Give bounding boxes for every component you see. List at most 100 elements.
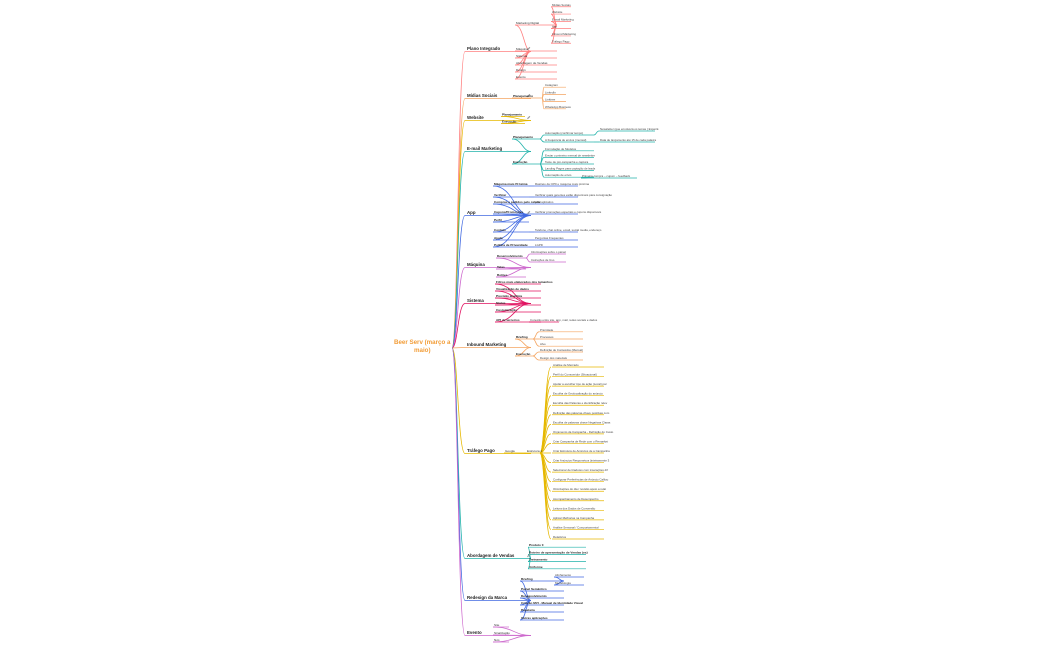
branch-midias-sociais-planejamento[interactable]: Planejamento — [513, 94, 533, 98]
branch-trafego-pago-google-item-orcamento-da-campanha-definicao-do-c[interactable]: Orçamento da Campanha - Definição do Cus… — [553, 430, 614, 434]
branch-e-mail-marketing-execucao-landing-pages-para-captacao-de-leads[interactable]: Landing Pages para captação de leads — [545, 167, 596, 171]
branch-sistema-filtros-mais-elaborados-dos-tamanhos[interactable]: Filtros mais elaborados dos tamanhos — [496, 280, 553, 284]
branch-website[interactable]: Website — [467, 115, 484, 120]
branch-plano-integrado-design[interactable]: Design — [516, 68, 526, 72]
branch-redesign-da-marca-papelaria[interactable]: Papelaria — [521, 608, 535, 612]
branch-plano-integrado-marketing-digital-inbound-marketing[interactable]: Inbound Marketing — [552, 32, 576, 36]
branch-trafego-pago-google-item-otimizacoes-do-dia-revisao-apoio-a-r[interactable]: Otimizações do dia / revisão apoio a rel… — [553, 487, 606, 491]
branch-trafego-pago-google-item-acompanhamento-de-desempenho[interactable]: Acompanhamento de Desempenho — [553, 497, 599, 501]
branch-plano-integrado-abordagem-de-vendas[interactable]: Abordagem de Vendas — [516, 61, 548, 65]
branch-maquina-telas[interactable]: Telas — [497, 265, 505, 269]
branch-trafego-pago-google-item-relatorios[interactable]: Relatórios — [553, 535, 567, 539]
branch-maquina-desenvolvimento-informacoes-sobre-o-painel[interactable]: Informações sobre o painel — [531, 250, 566, 254]
branch-trafego-pago-google-item-analise-semanal-comportamental[interactable]: Análise Semanal / Comportamental — [553, 525, 599, 529]
branch-inbound-marketing-briefing-processos[interactable]: Processos — [540, 335, 554, 339]
branch-app[interactable]: App — [467, 210, 476, 215]
branch-app-ajuda-perguntas-frequentes[interactable]: Perguntas Frequentes — [535, 236, 564, 240]
branch-redesign-da-marca-briefing-alinhamento[interactable]: Alinhamento — [555, 573, 571, 577]
branch-inbound-marketing-execucao[interactable]: Execução — [516, 352, 531, 356]
branch-app-politica-de-privacidade[interactable]: Política de Privacidade — [494, 243, 528, 247]
branch-trafego-pago-google-item-selecionar-de-tiradores-com-inseraco[interactable]: Selecionar de tiradores com inserações d… — [553, 468, 608, 472]
branch-trafego-pago-google[interactable]: Google — [505, 449, 515, 453]
central-topic-line-1[interactable]: Beer Serv (março a — [394, 339, 451, 346]
branch-e-mail-marketing-execucao-automacao-de-envio[interactable]: Automação de envio — [545, 173, 572, 177]
branch-trafego-pago-google-item-ajudar-a-escolher-tipo-de-acao-local[interactable]: Ajudar a escolher tipo de ação (Local) p… — [553, 382, 607, 386]
branch-trafego-pago-google-item-criar-estrutura-de-anuncios-de-a-cam[interactable]: Criar Estrutura de Anúncios de a Campanh… — [553, 449, 610, 453]
branch-plano-integrado[interactable]: Plano Integrado — [467, 46, 500, 51]
branch-midias-sociais-planejamento-linktree[interactable]: Linktree — [545, 98, 556, 102]
branch-inbound-marketing[interactable]: Inbound Marketing — [467, 342, 507, 347]
branch-e-mail-marketing-execucao-enviar-o-primeiro-mensal-de-newslett[interactable]: Enviar o primeiro mensal de newsletter — [545, 153, 595, 157]
branch-trafego-pago-google-item-configurar-preferencias-de-anuncio-c[interactable]: Configurar Preferências de Anúncio Calli… — [553, 478, 609, 482]
branch-app-maquina-mais-proxima[interactable]: Máquina mais Próxima — [494, 182, 528, 186]
branch-trafego-pago-google-item-criar-anuncios-responsivos-inteirame[interactable]: Criar Anúncios Responsivos (inteiramente… — [553, 459, 610, 463]
branch-trafego-pago-google-item-escolha-de-geolocalizacao-do-anuncio[interactable]: Escolha de Geolocalização do anúncio — [553, 392, 603, 396]
branch-plano-integrado-maquina[interactable]: Máquina — [516, 47, 528, 51]
branch-sistema-api-de-terceiros-conexao-entre-site-app-mail-redes-so[interactable]: Conexão entre site, app, mail, redes soc… — [530, 318, 598, 322]
branch-inbound-marketing-briefing[interactable]: Briefing — [516, 335, 528, 339]
branch-abordagem-de-vendas-produto-0[interactable]: Produto 0 — [529, 543, 544, 547]
branch-redesign-da-marca-criacao-mvi-manual-de-identidade-vis[interactable]: Criação MVI - Manual de Identidade Visua… — [521, 601, 583, 605]
branch-e-mail-marketing-planejamento[interactable]: Planejamento — [513, 135, 533, 139]
branch-app-politica-de-privacidade-lgpd[interactable]: LGPD — [535, 243, 543, 247]
branch-midias-sociais-planejamento-instagram[interactable]: Instagram — [545, 83, 558, 87]
branch-inbound-marketing-briefing-alvo[interactable]: Alvo — [540, 342, 546, 346]
branch-app-verificar-verificar-quais-gerentes-estao-dispo[interactable]: Verificar quais gerentes estão disponíve… — [535, 193, 612, 197]
branch-app-maquina-mais-proxima-rastreio-da-cpd-e-maquina-mais-proxi[interactable]: Rastreio da CPD e máquina mais próxima — [535, 182, 589, 186]
branch-trafego-pago-google-item-criar-campanha-de-rede-com-o-remarke[interactable]: Criar Campanha de Rede com o Remarket — [553, 439, 608, 443]
branch-website-execucao[interactable]: Execução — [502, 120, 517, 124]
branch-trafego-pago-google-item-perfil-do-consumidor-situacional[interactable]: Perfil do Consumidor (Situacional) — [553, 373, 597, 377]
branch-e-mail-marketing[interactable]: E-mail Marketing — [467, 146, 502, 151]
branch-evento-site[interactable]: Site — [494, 623, 500, 627]
branch-e-mail-marketing-planejamento-automacao-confirmar-tempo-newsletter-que-envolvera-os-temas-ex[interactable]: Newsletter (que envolverá os temas ( Exp… — [600, 127, 659, 131]
branch-redesign-da-marca[interactable]: Redesign da Marca — [467, 595, 508, 600]
branch-e-mail-marketing-planejamento-a-frequencia-de-envios-mensal-data-de-lancamento-ate-15-de-cada-pa[interactable]: Data de lançamento até 15 de cada palavr… — [600, 138, 656, 142]
branch-app-compras-e-pedidos-pelo-celular-pelo-aplicativo[interactable]: pelo aplicativo — [535, 200, 554, 204]
branch-redesign-da-marca-briefing-metodologia[interactable]: Metodologia — [555, 581, 571, 585]
branch-trafego-pago-google-estrutura-1[interactable]: Estrutura 1 — [527, 449, 542, 453]
branch-e-mail-marketing-planejamento-automacao-confirmar-tempo[interactable]: Automação (confirmar tempo) — [545, 131, 583, 135]
branch-website-planejamento[interactable]: Planejamento — [502, 112, 522, 116]
branch-maquina-botoes[interactable]: Botões — [497, 273, 508, 277]
branch-plano-integrado-marketing-digital-trafego-pago[interactable]: Tráfego Pago — [552, 39, 570, 43]
branch-redesign-da-marca-briefing[interactable]: Briefing — [521, 577, 533, 581]
branch-redesign-da-marca-desenvolvimento[interactable]: Desenvolvimento — [521, 594, 547, 598]
branch-plano-integrado-marketing-digital[interactable]: Marketing Digital — [516, 21, 539, 25]
branch-app-compras-e-pedidos-pelo-celular[interactable]: Compras e pedidos pelo celular — [494, 200, 542, 204]
branch-plano-integrado-marketing-digital-e-mail-marketing[interactable]: E-mail Marketing — [552, 17, 574, 21]
branch-midias-sociais-planejamento-linkedin[interactable]: LinkedIn — [545, 90, 556, 94]
branch-trafego-pago-google-item-leitura-dos-dados-de-conversao[interactable]: Leitura dos Dados de Conversão — [553, 506, 596, 510]
branch-maquina-desenvolvimento[interactable]: Desenvolvimento — [497, 254, 523, 258]
branch-app-contato[interactable]: Contato — [494, 228, 506, 232]
branch-trafego-pago-google-item-escolha-das-palavras-e-identificacao[interactable]: Escolha das Palavras e identificação rel… — [553, 401, 608, 405]
branch-midias-sociais[interactable]: Mídias Sociais — [467, 93, 498, 98]
branch-app-contato-telefone-chat-online-email-social-me[interactable]: Telefone, chat online, email, social med… — [535, 228, 602, 232]
branch-abordagem-de-vendas-treinamento[interactable]: Treinamento — [529, 558, 548, 562]
central-topic-line-2[interactable]: maio) — [414, 347, 431, 354]
branch-sistema-status[interactable]: Status — [496, 301, 506, 305]
branch-evento-sinalizacao[interactable]: Sinalização — [494, 631, 510, 635]
branch-redesign-da-marca-outras-aplicacoes[interactable]: Outras aplicações — [521, 616, 548, 620]
branch-trafego-pago-google-item-analise-de-mercado[interactable]: Análise de Mercado — [553, 363, 579, 367]
branch-abordagem-de-vendas-uniforme[interactable]: Uniforme — [529, 565, 543, 569]
branch-app-verificar[interactable]: Verificar — [494, 193, 507, 197]
branch-app-cupons-promocoes-verificar-promocoes-especiais-e-cupo[interactable]: Verificar promoções especiais e cupons d… — [535, 210, 602, 214]
branch-evento-nos[interactable]: Nós — [494, 638, 500, 642]
branch-sistema[interactable]: Sistema — [467, 298, 484, 303]
branch-inbound-marketing-execucao-design-dos-materiais[interactable]: Design dos materiais — [540, 356, 568, 360]
branch-evento[interactable]: Evento — [467, 630, 482, 635]
branch-trafego-pago-google-item-definicao-das-palavras-chave-positiv[interactable]: Definição das palavras-chave positivas c… — [553, 411, 610, 415]
branch-app-cupons-promocoes[interactable]: Cupons/Promoções — [494, 210, 524, 214]
branch-maquina-desenvolvimento-instrucoes-de-uso[interactable]: Instruções de Uso — [531, 258, 555, 262]
branch-e-mail-marketing-execucao-automacao-de-envio-primeira-compra-cupom-feedback[interactable]: Primeira compra – cupom – feedback — [582, 174, 631, 178]
branch-e-mail-marketing-planejamento-a-frequencia-de-envios-mensal[interactable]: A frequência de envios (mensal) — [545, 138, 586, 142]
branch-trafego-pago-google-item-escolha-de-palavras-chave-negativas-[interactable]: Escolha de palavras chave Negativas Clar… — [553, 420, 611, 424]
branch-e-mail-marketing-execucao-teste-de-pre-campanha-e-captura[interactable]: Teste de pré-campanha e captura — [545, 160, 589, 164]
branch-maquina[interactable]: Máquina — [467, 262, 485, 267]
branch-inbound-marketing-execucao-definicao-de-conteudos-mensal[interactable]: Definição de Conteúdos (Mensal) — [540, 348, 583, 352]
branch-abordagem-de-vendas[interactable]: Abordagem de Vendas — [467, 553, 515, 558]
branch-plano-integrado-marketing-digital-app[interactable]: App — [552, 25, 558, 29]
branch-redesign-da-marca-painel-semantico[interactable]: Painel Semântico — [521, 587, 547, 591]
branch-e-mail-marketing-execucao-formulacao-de-modelos[interactable]: Formulação de Modelos — [545, 147, 577, 151]
branch-sistema-previsao-analitica[interactable]: Previsão analítica — [496, 294, 522, 298]
